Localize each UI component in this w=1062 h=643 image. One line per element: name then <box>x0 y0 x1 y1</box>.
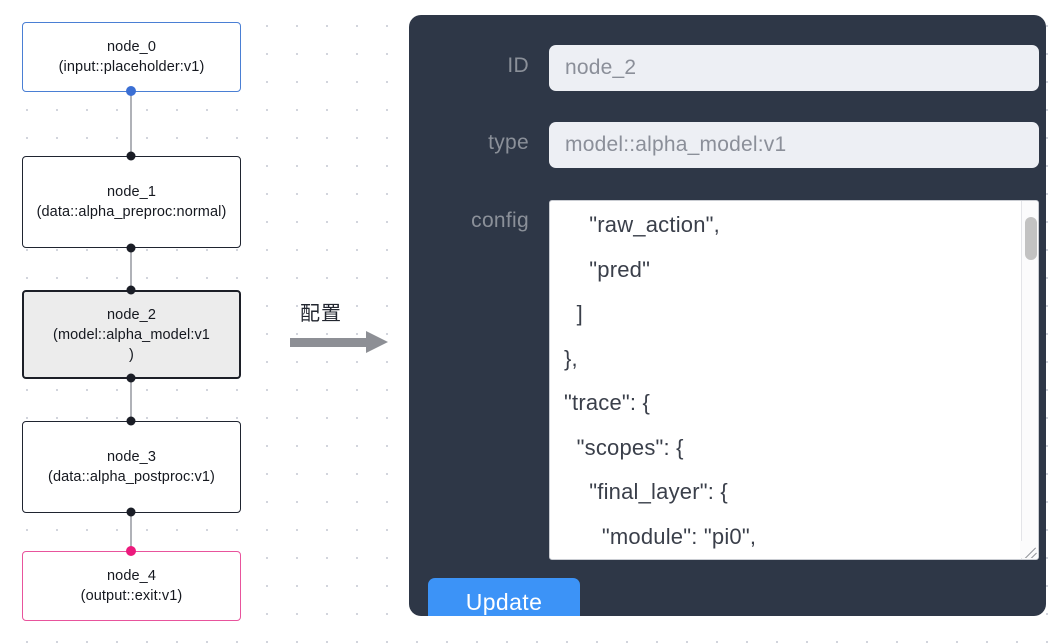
graph-node-label: node_3 (data::alpha_postproc:v1) <box>48 449 215 485</box>
graph-node-node_3[interactable]: node_3 (data::alpha_postproc:v1) <box>22 421 241 513</box>
edge-node3-node4 <box>130 512 132 550</box>
annotation-arrow-icon <box>290 338 368 347</box>
graph-node-label: node_1 (data::alpha_preproc:normal) <box>36 184 227 220</box>
edge-node1-node2 <box>130 248 132 291</box>
update-button[interactable]: Update <box>428 578 580 616</box>
graph-node-label: node_4 (output::exit:v1) <box>80 568 183 604</box>
field-row-config: config "raw_action", "pred" ] }, "trace"… <box>409 200 1046 560</box>
type-field-label: type <box>488 131 529 154</box>
id-input[interactable] <box>549 45 1039 91</box>
graph-node-label: node_0 (input::placeholder:v1) <box>58 39 205 75</box>
graph-node-node_1[interactable]: node_1 (data::alpha_preproc:normal) <box>22 156 241 248</box>
config-scrollbar-thumb[interactable] <box>1025 217 1037 260</box>
node-handle-input-node_3[interactable] <box>126 416 136 426</box>
config-textarea-content[interactable]: "raw_action", "pred" ] }, "trace": { "sc… <box>564 212 757 549</box>
field-row-type: type <box>409 122 1046 168</box>
node-handle-input-node_4[interactable] <box>126 546 136 556</box>
annotation-label: 配置 <box>300 301 342 325</box>
id-field-label: ID <box>507 54 529 77</box>
type-input[interactable] <box>549 122 1039 168</box>
node-handle-output-node_2[interactable] <box>126 373 136 383</box>
graph-node-node_0[interactable]: node_0 (input::placeholder:v1) <box>22 22 241 92</box>
edge-node0-node1 <box>130 90 132 156</box>
node-handle-output-node_1[interactable] <box>126 243 136 253</box>
field-row-id: ID <box>409 45 1046 91</box>
node-handle-input-node_2[interactable] <box>126 285 136 295</box>
config-textarea[interactable]: "raw_action", "pred" ] }, "trace": { "sc… <box>549 200 1039 560</box>
annotation-arrow-head-icon <box>366 331 388 353</box>
node-config-panel: ID type config "raw_action", "pred" ] },… <box>409 15 1046 616</box>
graph-node-node_4[interactable]: node_4 (output::exit:v1) <box>22 551 241 621</box>
edge-node2-node3 <box>130 378 132 422</box>
textarea-resize-handle-icon[interactable] <box>1020 541 1037 558</box>
graph-node-node_2[interactable]: node_2 (model::alpha_model:v1 ) <box>22 290 241 379</box>
node-handle-output-node_0[interactable] <box>126 86 136 96</box>
config-field-label: config <box>471 209 529 232</box>
node-handle-output-node_3[interactable] <box>126 507 136 517</box>
config-scrollbar[interactable] <box>1021 201 1038 559</box>
node-handle-input-node_1[interactable] <box>126 151 136 161</box>
graph-node-label: node_2 (model::alpha_model:v1 ) <box>53 306 210 363</box>
